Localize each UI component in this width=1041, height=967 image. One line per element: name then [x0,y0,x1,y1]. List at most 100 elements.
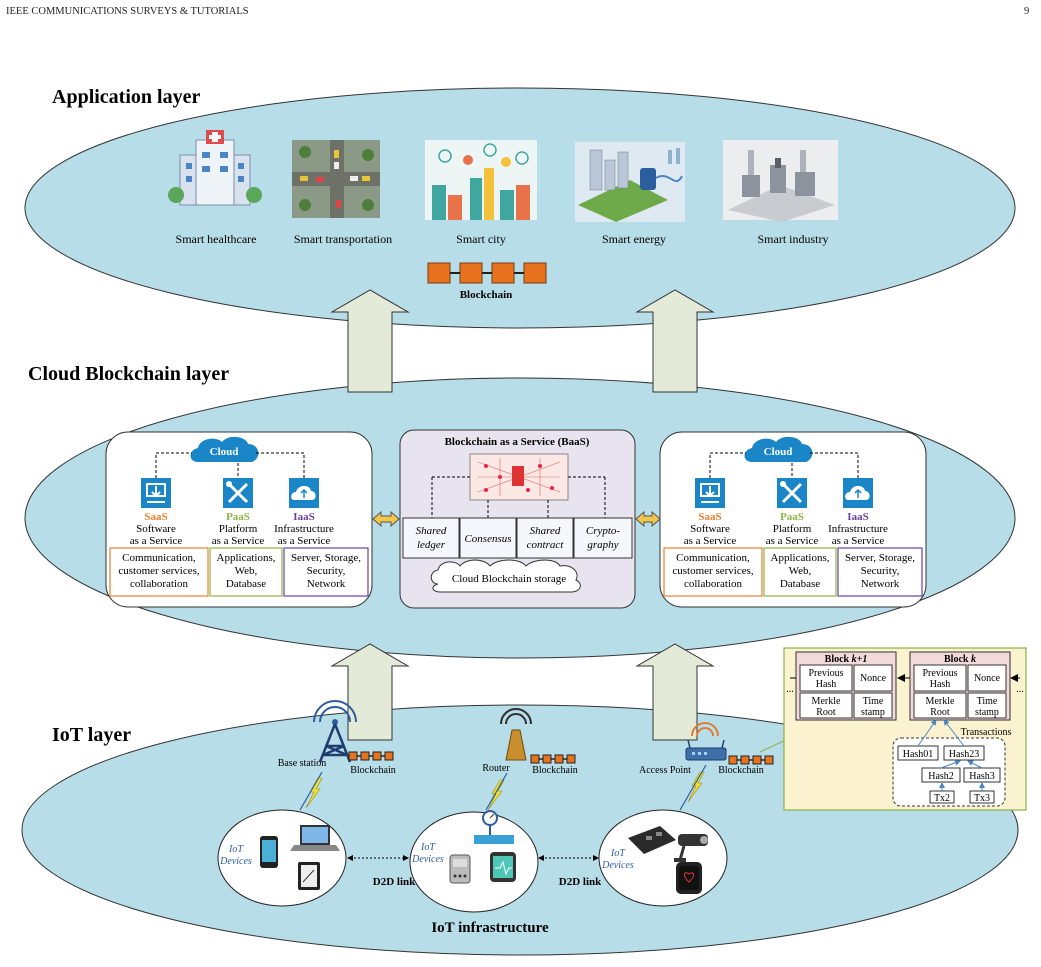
paas-label: PaaS [226,511,250,523]
app-label-city: Smart city [456,232,506,246]
paas-line1: Platform [219,523,258,535]
iaas-label: IaaS [847,511,868,523]
baas-modules: Shared ledger Consensus Shared contract … [402,517,633,559]
module-shared-contract-1: Shared [530,525,561,537]
app-label-industry: Smart industry [758,232,829,246]
arrow-iot-to-cloud-left [330,643,410,741]
cloud-icon [744,436,813,462]
storage-cloud-icon [430,559,581,593]
smart-industry-icon [723,140,838,222]
hash01: Hash01 [903,749,934,760]
saas-label: SaaS [698,511,721,523]
k1-nonce: Nonce [860,673,887,684]
base-station-icon [313,700,357,763]
tablet-icon [298,862,320,890]
app-label-healthcare: Smart healthcare [176,232,257,246]
application-labels: Smart healthcare Smart transportation Sm… [176,232,829,246]
cloud-icon [190,436,259,462]
iaas-desc: Network [307,578,346,590]
iot-devices-label-2a: IoT [420,842,436,853]
k-nonce: Nonce [974,673,1001,684]
smart-energy-icon [575,142,685,222]
cloud-title: Cloud [764,446,793,458]
router-icon [500,708,532,761]
base-station-blockchain-label: Blockchain [350,765,396,776]
wireless-links [305,771,705,811]
iot-infrastructure-label: IoT infrastructure [431,920,549,936]
saas-desc: Communication, [676,552,750,564]
iot-devices-label-1a: IoT [228,844,244,855]
k1-prev-hash-1: Previous [809,668,844,679]
k1-prev-hash-2: Hash [816,679,837,690]
smartwatch-icon [490,852,516,882]
paas-desc: Database [780,578,820,590]
cloud-layer-title: Cloud Blockchain layer [28,363,229,385]
block-detail-panel: Block k+1 Previous Hash Nonce Merkle Roo… [759,647,1027,811]
saas-line1: Software [690,523,730,535]
page-number: 9 [1024,6,1030,17]
iaas-line2: as a Service [832,535,885,547]
iaas-desc: Server, Storage, [291,552,361,564]
saas-desc: customer services, [672,565,753,577]
module-shared-contract-2: contract [527,539,565,551]
fitness-watch-icon [676,862,702,894]
tools-icon [223,478,253,508]
paas-desc: Web, [789,565,812,577]
k1-time-2: stamp [861,707,885,718]
hash23: Hash23 [949,749,980,760]
cloud-title: Cloud [210,446,239,458]
app-label-energy: Smart energy [602,232,666,246]
base-station-label: Base station [278,758,327,769]
application-blockchain-label: Blockchain [460,289,513,301]
iaas-line1: Infrastructure [828,523,888,535]
arrow-cloud-to-app-right [635,289,715,393]
hospital-icon [168,130,262,206]
lightning-icon [687,771,705,803]
module-shared-ledger-1: Shared [416,525,447,537]
paas-line1: Platform [773,523,812,535]
mini-blockchain-icon [348,751,394,761]
panel-links [372,510,661,528]
iaas-desc: Network [861,578,900,590]
paas-desc: Web, [235,565,258,577]
router-label: Router [482,763,510,774]
iaas-desc: Security, [307,565,346,577]
k-merkle-2: Root [930,707,950,718]
pressure-gauge-icon [474,810,514,844]
baas-title: Blockchain as a Service (BaaS) [445,436,590,448]
arrow-iot-to-cloud-right [635,643,715,741]
tx2: Tx2 [934,793,950,804]
saas-desc: collaboration [130,578,189,590]
paas-label: PaaS [780,511,804,523]
iot-layer-title: IoT layer [52,724,131,746]
arrow-cloud-to-app-left [330,289,410,393]
iaas-label: IaaS [293,511,314,523]
block-k-title: Block k [944,654,976,665]
d2d-link-label-2: D2D link [559,876,602,888]
saas-desc: collaboration [684,578,743,590]
module-shared-ledger-2: ledger [417,539,446,551]
gateway-board-icon [628,826,676,854]
access-point-icon [685,722,727,761]
iot-devices-label-2b: Devices [411,854,444,865]
tools-icon [777,478,807,508]
saas-desc: customer services, [118,565,199,577]
blockchain-network-icon [469,453,569,501]
transactions-label: Transactions [961,727,1012,738]
journal-header: IEEE COMMUNICATIONS SURVEYS & TUTORIALS [6,6,249,17]
cloud-upload-icon [843,478,873,508]
paas-desc: Database [226,578,266,590]
saas-label: SaaS [144,511,167,523]
iot-devices-label-1b: Devices [219,856,252,867]
k-time-2: stamp [975,707,999,718]
app-label-transportation: Smart transportation [294,232,392,246]
module-consensus: Consensus [464,533,511,545]
paas-desc: Applications, [217,552,276,564]
block-k1-title: Block k+1 [825,654,868,665]
smartphone-icon [260,836,278,868]
traffic-intersection-icon [292,140,380,218]
router-blockchain-label: Blockchain [532,765,578,776]
k-time-1: Time [977,696,998,707]
